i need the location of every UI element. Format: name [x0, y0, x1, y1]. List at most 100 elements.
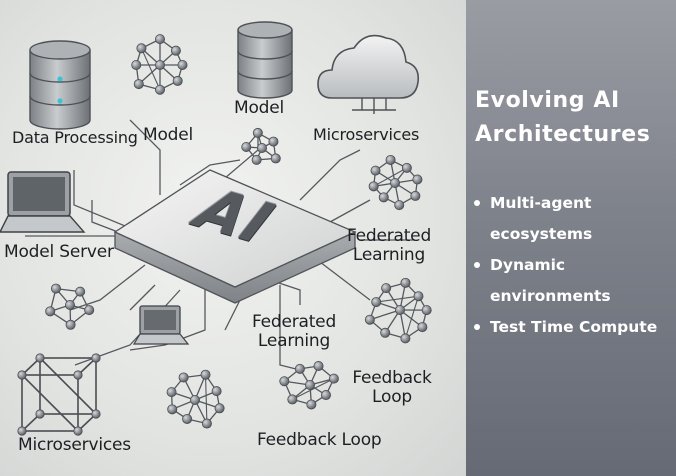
network-graphs — [17, 34, 432, 436]
network-node — [421, 305, 432, 316]
network-node — [394, 200, 405, 211]
network-node — [252, 127, 263, 138]
diagram-graphics — [0, 21, 432, 436]
network-node — [370, 165, 381, 176]
laptop-icon-2 — [132, 305, 190, 345]
network-edge — [140, 48, 161, 90]
network-node — [380, 327, 391, 338]
network-edge — [292, 378, 335, 400]
network-node — [166, 387, 177, 398]
bullet-dot-icon — [474, 324, 480, 330]
bullet-dot-icon — [474, 262, 480, 268]
network-node — [178, 372, 189, 383]
network-left — [45, 283, 95, 330]
cube-node — [17, 426, 27, 436]
network-edge — [404, 296, 419, 339]
network-right-upper — [368, 154, 423, 211]
cube-node — [91, 409, 101, 419]
network-node — [368, 181, 379, 192]
label-feedback-bottom: Feedback Loop — [257, 430, 382, 450]
network-node — [251, 154, 262, 165]
network-edge — [204, 374, 208, 424]
network-node — [167, 404, 178, 415]
network-node — [182, 413, 193, 424]
label-model-left: Model — [143, 125, 194, 145]
model-network-top-left — [131, 34, 188, 95]
network-node — [214, 403, 225, 414]
network-node — [154, 84, 165, 95]
label-microservices-bottom: Microservices — [18, 435, 131, 455]
diagram-canvas: Data Processing Model Model Microservice… — [0, 0, 466, 476]
network-node — [287, 394, 298, 405]
label-feedback-right: Feedback Loop — [352, 368, 432, 407]
network-node — [154, 34, 165, 45]
cube-node — [17, 370, 27, 380]
label-federated-right: Federated Learning — [346, 226, 432, 265]
network-node — [417, 322, 428, 333]
network-node — [378, 192, 389, 203]
info-panel: Evolving AI Architectures Multi-agent ec… — [466, 0, 676, 476]
network-node — [381, 283, 392, 294]
database-icon-2 — [237, 21, 293, 99]
label-data-processing: Data Processing — [12, 128, 138, 147]
network-node — [256, 142, 267, 153]
network-node — [410, 190, 421, 201]
network-node — [389, 177, 400, 188]
cube-node — [73, 426, 83, 436]
network-node — [241, 141, 252, 152]
network-node — [294, 363, 305, 374]
ai-chip — [113, 169, 357, 304]
network-node — [304, 379, 315, 390]
network-node — [172, 75, 183, 86]
label-federated-bottom: Federated Learning — [251, 312, 337, 351]
network-node — [270, 153, 281, 164]
network-node — [412, 174, 423, 185]
label-microservices-top: Microservices — [313, 125, 420, 144]
bullet-item: Multi-agent ecosystems — [470, 188, 675, 250]
network-node — [154, 60, 165, 71]
network-node — [136, 43, 147, 54]
network-node — [268, 136, 279, 147]
network-node — [400, 333, 411, 344]
cloud-icon — [317, 34, 420, 114]
network-node — [394, 304, 405, 315]
label-model-server: Model Server — [4, 242, 114, 262]
network-node — [65, 299, 76, 310]
bullet-item: Test Time Compute — [470, 312, 675, 343]
bullet-item: Dynamic environments — [470, 250, 675, 312]
network-bottom-mid — [279, 361, 339, 410]
cube-node — [35, 409, 45, 419]
network-node — [200, 369, 211, 380]
network-node — [400, 277, 411, 288]
network-right-lower — [364, 277, 432, 344]
cube-node — [35, 353, 45, 363]
panel-title: Evolving AI Architectures — [475, 88, 651, 147]
network-node — [75, 286, 86, 297]
network-node — [133, 79, 144, 90]
network-node — [364, 314, 375, 325]
laptop-icon — [0, 171, 86, 233]
small-network-top — [241, 127, 281, 165]
network-node — [45, 306, 56, 317]
network-edge — [369, 309, 401, 321]
network-node — [306, 399, 317, 410]
network-node — [50, 283, 61, 294]
cube-node — [73, 370, 83, 380]
network-node — [320, 390, 331, 401]
network-node — [177, 60, 188, 71]
cube-node — [91, 353, 101, 363]
network-node — [84, 305, 95, 316]
bullet-dot-icon — [474, 200, 480, 206]
network-bottom-left — [166, 369, 225, 429]
network-node — [211, 386, 222, 397]
network-node — [279, 376, 290, 387]
network-node — [413, 291, 424, 302]
network-node — [201, 418, 212, 429]
network-node — [401, 162, 412, 173]
bullet-list: Multi-agent ecosystems Dynamic environme… — [470, 188, 675, 343]
network-node — [371, 297, 382, 308]
network-node — [385, 154, 396, 165]
cube-network-icon — [21, 357, 97, 432]
network-edge — [373, 167, 408, 187]
network-node — [189, 394, 200, 405]
